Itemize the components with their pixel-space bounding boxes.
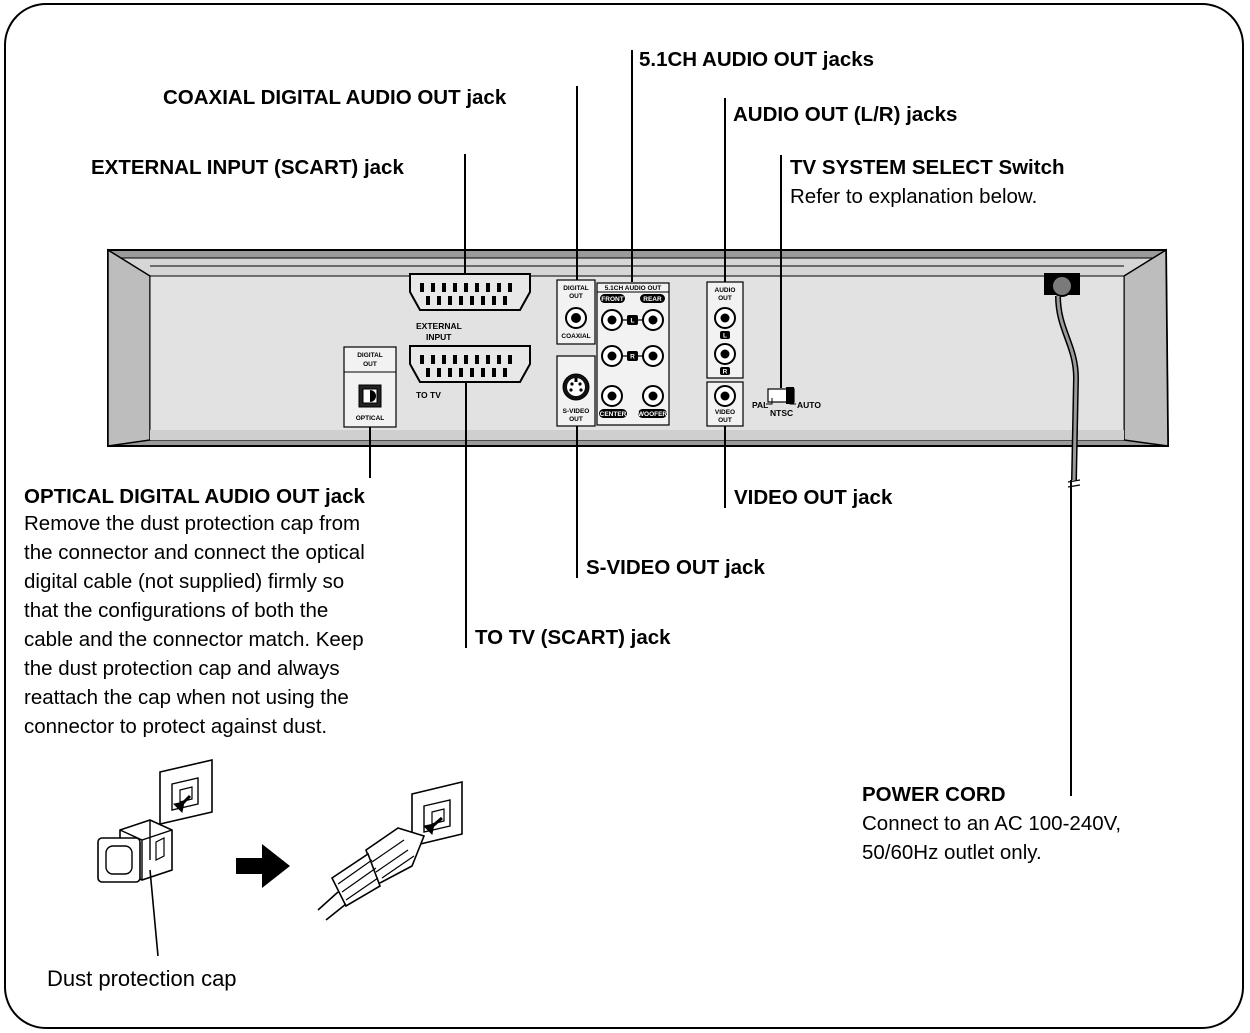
coax-label: COAXIAL xyxy=(561,333,590,340)
rounded-frame xyxy=(4,3,1244,1029)
dust-cap-illustration xyxy=(97,758,463,957)
coaxial-jack-block: DIGITAL OUT COAXIAL xyxy=(556,279,596,345)
svideo-panel-label-2: OUT xyxy=(569,416,583,423)
external-label-2: INPUT xyxy=(426,332,452,342)
scart-external-input: EXTERNAL INPUT xyxy=(409,273,531,342)
dust-cap-caption: Dust protection cap xyxy=(47,966,237,991)
optical-line-6: the dust protection cap and always xyxy=(24,657,340,680)
external-label-1: EXTERNAL xyxy=(416,321,462,331)
optical-line-3: digital cable (not supplied) firmly so xyxy=(24,570,345,593)
external-input-callout: EXTERNAL INPUT (SCART) jack xyxy=(91,156,404,179)
optical-line-2: the connector and connect the optical xyxy=(24,541,365,564)
center-label: CENTER xyxy=(600,411,627,418)
tv-system-callout: TV SYSTEM SELECT Switch xyxy=(790,156,1065,179)
video-out-block: VIDEO OUT xyxy=(706,381,744,427)
power-cord-callout: POWER CORD xyxy=(862,783,1006,806)
ntsc-label: NTSC xyxy=(770,408,793,418)
optical-line-5: cable and the connector match. Keep xyxy=(24,628,364,651)
svideo-out-callout: S-VIDEO OUT jack xyxy=(586,556,765,579)
woofer-label: WOOFER xyxy=(638,411,668,418)
video-out-callout: VIDEO OUT jack xyxy=(734,486,893,509)
coaxial-callout: COAXIAL DIGITAL AUDIO OUT jack xyxy=(163,86,507,109)
svideo-jack-block: S-VIDEO OUT xyxy=(556,355,596,427)
ch51-right-mark: R xyxy=(630,354,635,361)
video-out-panel-2: OUT xyxy=(718,417,732,424)
optical-line-7: reattach the cap when not using the xyxy=(24,686,349,709)
optical-callout: OPTICAL DIGITAL AUDIO OUT jack xyxy=(24,485,365,508)
coax-label-2: OUT xyxy=(569,293,583,300)
power-inlet xyxy=(1044,273,1081,488)
optical-line-8: connector to protect against dust. xyxy=(24,715,328,738)
rear-label: REAR xyxy=(643,296,662,303)
optical-digital-out-label-1: DIGITAL xyxy=(357,352,383,359)
coax-label-1: DIGITAL xyxy=(563,285,589,292)
tv-system-switch: PAL NTSC AUTO xyxy=(752,387,821,418)
optical-digital-out-label-2: OUT xyxy=(363,361,377,368)
audio-out-label-2: OUT xyxy=(718,295,732,302)
svideo-panel-label-1: S-VIDEO xyxy=(563,408,590,415)
ch51-callout: 5.1CH AUDIO OUT jacks xyxy=(639,48,875,71)
optical-line-4: that the configurations of both the xyxy=(24,599,329,622)
to-tv-callout: TO TV (SCART) jack xyxy=(475,626,671,649)
optical-jack-block: DIGITAL OUT OPTICAL xyxy=(343,346,397,428)
power-line-1: Connect to an AC 100-240V, xyxy=(862,812,1122,835)
scart-to-tv: TO TV xyxy=(409,345,531,400)
optical-port-icon xyxy=(370,390,376,402)
optical-label: OPTICAL xyxy=(356,415,385,422)
pal-label: PAL xyxy=(752,400,768,410)
power-line-2: 50/60Hz outlet only. xyxy=(862,841,1042,864)
optical-line-1: Remove the dust protection cap from xyxy=(24,512,361,535)
scart-pins-bottom xyxy=(420,355,512,377)
ch51-jack-block: 5.1CH AUDIO OUT FRONT REAR L R CENTER WO… xyxy=(596,282,670,426)
audio-left-mark: L xyxy=(723,333,727,340)
auto-label: AUTO xyxy=(797,400,821,410)
to-tv-panel-label: TO TV xyxy=(416,390,441,400)
front-label: FRONT xyxy=(601,296,623,303)
audio-out-label-1: AUDIO xyxy=(715,287,736,294)
ch51-left-mark: L xyxy=(631,318,635,325)
audio-out-block: AUDIO OUT L R xyxy=(706,281,744,379)
leader-lines xyxy=(369,50,1072,796)
audio-right-mark: R xyxy=(723,369,728,376)
video-out-panel-1: VIDEO xyxy=(715,409,735,416)
ch51-header: 5.1CH AUDIO OUT xyxy=(605,285,661,292)
scart-pins-top xyxy=(420,283,512,305)
tv-system-note: Refer to explanation below. xyxy=(790,185,1038,208)
audio-lr-callout: AUDIO OUT (L/R) jacks xyxy=(733,103,958,126)
